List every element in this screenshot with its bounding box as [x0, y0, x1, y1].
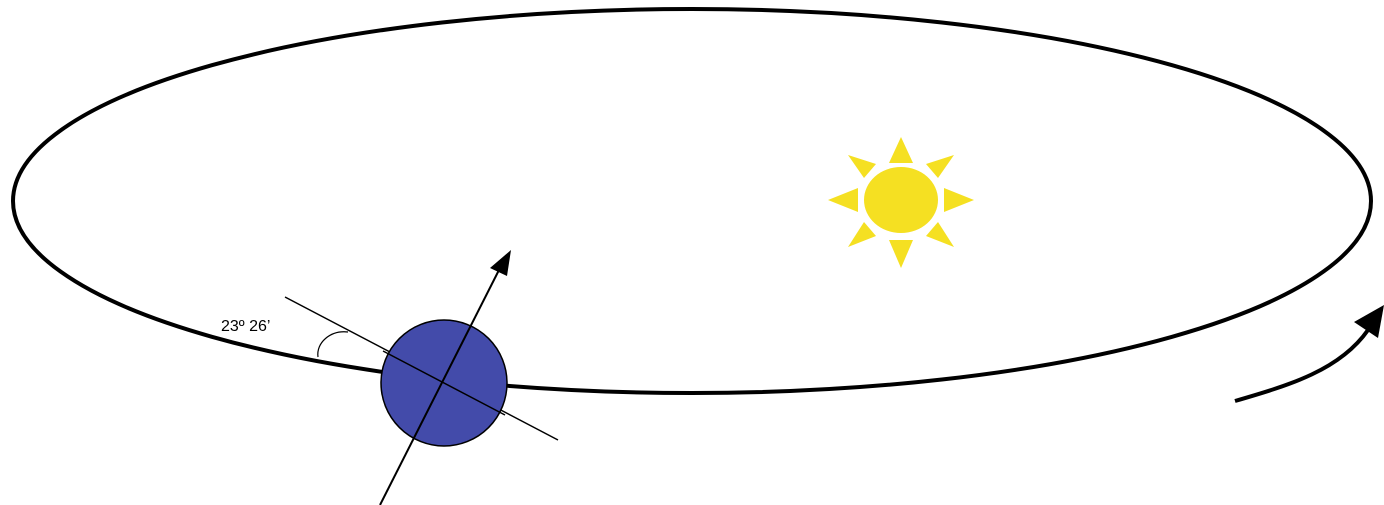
- tilt-angle-arc: [318, 332, 348, 357]
- orbit-ellipse: [13, 9, 1371, 393]
- sun-icon: [828, 137, 974, 268]
- curved-arrow-icon: [1235, 305, 1384, 401]
- tilt-angle-label: 23º 26’: [221, 318, 270, 335]
